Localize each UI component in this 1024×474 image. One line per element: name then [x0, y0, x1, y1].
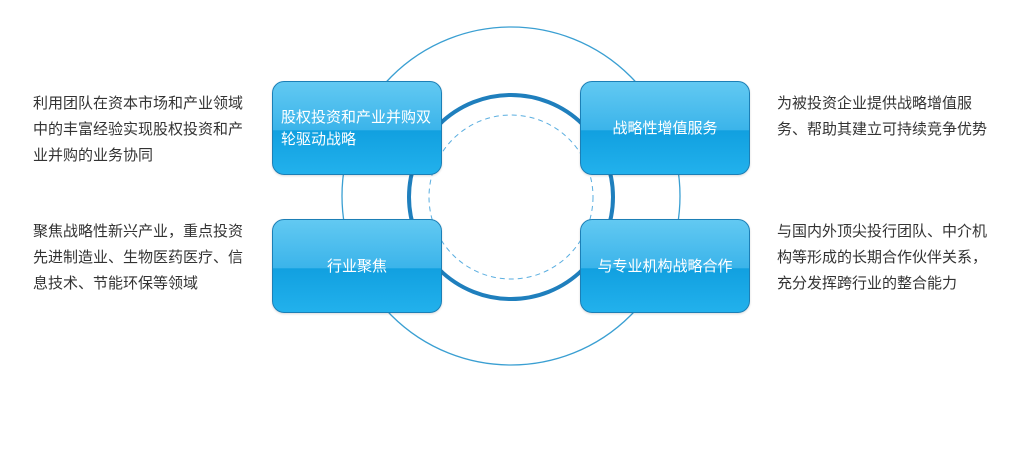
description-equity-ma: 利用团队在资本市场和产业领域中的丰富经验实现股权投资和产业并购的业务协同 — [33, 94, 244, 164]
inner-dashed-ring — [428, 114, 594, 280]
description-value-added: 为被投资企业提供战略增值服务、帮助其建立可持续竞争优势 — [777, 94, 988, 138]
card-label: 与专业机构战略合作 — [597, 257, 733, 275]
card-label: 战略性增值服务 — [612, 119, 718, 137]
outer-ring — [341, 26, 681, 366]
middle-ring — [407, 93, 615, 301]
card-strategic-cooperation: 与专业机构战略合作 — [580, 219, 750, 313]
card-label: 行业聚焦 — [326, 257, 387, 275]
card-industry-focus: 行业聚焦 — [272, 219, 442, 313]
card-equity-ma-strategy: 股权投资和产业并购双轮驱动战略 — [272, 81, 442, 175]
description-cooperation: 与国内外顶尖投行团队、中介机构等形成的长期合作伙伴关系，充分发挥跨行业的整合能力 — [777, 222, 988, 292]
card-value-added-services: 战略性增值服务 — [580, 81, 750, 175]
description-industry-focus: 聚焦战略性新兴产业，重点投资先进制造业、生物医药医疗、信息技术、节能环保等领域 — [33, 222, 244, 292]
card-label: 股权投资和产业并购双轮驱动战略 — [281, 108, 432, 148]
